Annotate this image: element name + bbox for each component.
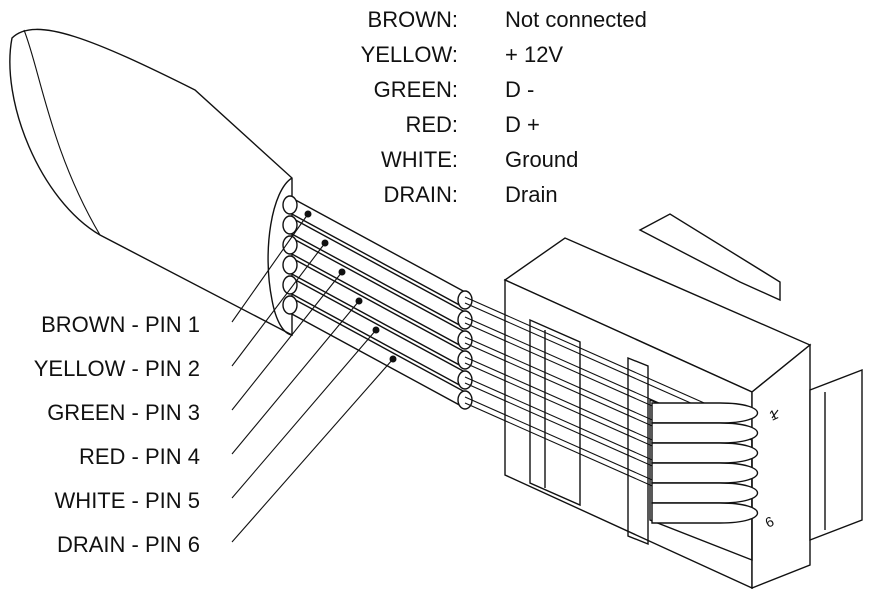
legend-function-label: D + — [505, 112, 540, 137]
wire-end — [457, 390, 473, 410]
pin-labels: BROWN - PIN 1 YELLOW - PIN 2 GREEN - PIN… — [34, 312, 200, 557]
legend-function-label: + 12V — [505, 42, 563, 67]
wire-color-legend: BROWN: Not connected YELLOW: + 12V GREEN… — [361, 7, 647, 207]
legend-color-label: YELLOW: — [361, 42, 458, 67]
contact — [651, 422, 758, 444]
callout-line — [231, 329, 377, 499]
wire-end — [282, 275, 298, 295]
conductor-line — [464, 302, 721, 417]
legend-function-label: Drain — [505, 182, 558, 207]
contact — [651, 502, 758, 524]
wire-end — [457, 370, 473, 390]
callout-line — [231, 300, 360, 455]
wire-end — [282, 235, 298, 255]
pin-label: YELLOW - PIN 2 — [34, 356, 200, 381]
contact — [651, 482, 758, 504]
wire-end — [457, 290, 473, 310]
legend-function-label: Not connected — [505, 7, 647, 32]
legend-color-label: DRAIN: — [383, 182, 458, 207]
pin-label: RED - PIN 4 — [79, 444, 200, 469]
wire-end — [457, 310, 473, 330]
legend-color-label: BROWN: — [368, 7, 458, 32]
wire-end — [457, 330, 473, 350]
pin-label: WHITE - PIN 5 — [55, 488, 200, 513]
legend-function-label: Ground — [505, 147, 578, 172]
legend-color-label: WHITE: — [381, 147, 458, 172]
pin-label: DRAIN - PIN 6 — [57, 532, 200, 557]
legend-color-label: RED: — [405, 112, 458, 137]
wire-end — [282, 295, 298, 315]
conductor-line — [464, 296, 721, 411]
wire-end — [282, 195, 298, 215]
wire-end — [457, 350, 473, 370]
contact — [651, 442, 758, 464]
legend-function-label: D - — [505, 77, 534, 102]
contact — [651, 402, 758, 424]
callout-line — [231, 242, 326, 367]
callout-lines — [231, 210, 397, 543]
callout-line — [231, 213, 309, 323]
callout-line — [231, 271, 343, 411]
pin-label: BROWN - PIN 1 — [41, 312, 200, 337]
cable-jacket — [9, 28, 293, 337]
callout-line — [231, 358, 394, 543]
legend-color-label: GREEN: — [374, 77, 458, 102]
wire-end — [282, 215, 298, 235]
contact — [651, 462, 758, 484]
wire-end — [282, 255, 298, 275]
contact-group — [651, 402, 758, 524]
pin-label: GREEN - PIN 3 — [47, 400, 200, 425]
rj-connector-body — [503, 213, 863, 589]
